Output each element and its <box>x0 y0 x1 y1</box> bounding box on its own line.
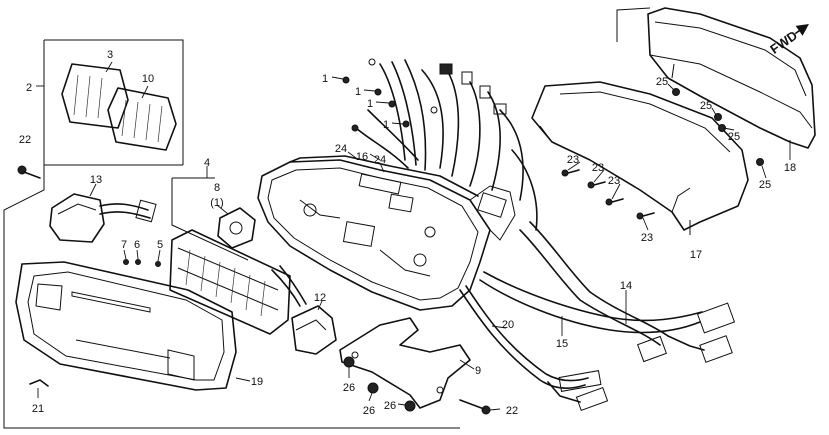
callout-c4: 4 <box>204 157 210 169</box>
callout-labels: 11112345678(1)91012131415161718192021222… <box>19 49 796 417</box>
callout-c23a: 23 <box>567 154 579 166</box>
screw-22-left <box>17 165 41 179</box>
forward-label: FWD <box>767 28 800 57</box>
callout-c25b: 25 <box>700 100 712 112</box>
front-lens <box>15 261 251 391</box>
callout-c26c: 26 <box>384 400 396 412</box>
socket-8 <box>216 204 256 249</box>
wire-harness <box>342 58 538 231</box>
indicator-13 <box>49 193 157 243</box>
callout-c23d: 23 <box>641 232 653 244</box>
screw-22-bottom <box>459 399 491 415</box>
callout-c10: 10 <box>142 73 154 85</box>
lamp-boards-3-10 <box>61 61 177 151</box>
callout-c18: 18 <box>784 162 796 174</box>
callout-c8b: (1) <box>210 197 223 209</box>
callout-c24a: 24 <box>335 143 347 155</box>
callout-c24b: 24 <box>374 154 386 166</box>
rear-cover <box>647 7 816 149</box>
callout-c23b: 23 <box>592 162 604 174</box>
callout-c25a: 25 <box>656 76 668 88</box>
callout-c1d: 1 <box>383 119 389 131</box>
callout-c19: 19 <box>251 376 263 388</box>
callout-c6: 6 <box>134 239 140 251</box>
callout-c2: 2 <box>26 82 32 94</box>
callout-c25c: 25 <box>728 131 740 143</box>
callout-c9: 9 <box>475 365 481 377</box>
screws-25 <box>672 88 764 166</box>
clip-21 <box>29 379 49 398</box>
callout-c8: 8 <box>214 182 220 194</box>
outer-housing <box>531 81 749 235</box>
callout-c13: 13 <box>90 174 102 186</box>
callout-c17: 17 <box>690 249 702 261</box>
callout-c3: 3 <box>107 49 113 61</box>
cable-20 <box>459 285 609 412</box>
callout-c5: 5 <box>157 239 163 251</box>
screws-23 <box>561 169 655 220</box>
mounting-bracket <box>339 317 471 409</box>
callout-c14: 14 <box>620 280 632 292</box>
callout-c12: 12 <box>314 292 326 304</box>
callout-c7: 7 <box>121 239 127 251</box>
assembly-boundary <box>3 7 651 429</box>
callout-c25d: 25 <box>759 179 771 191</box>
meter-case <box>257 155 516 311</box>
callout-c1c: 1 <box>367 98 373 110</box>
callout-c20: 20 <box>502 319 514 331</box>
callout-c26a: 26 <box>343 382 355 394</box>
small-screws-5-6-7 <box>123 249 161 267</box>
cable-14-15 <box>479 221 736 363</box>
leader-lines <box>36 76 791 411</box>
connector-12 <box>271 265 337 355</box>
callout-c22b: 22 <box>506 405 518 417</box>
callout-c16: 16 <box>356 151 368 163</box>
callout-c15: 15 <box>556 338 568 350</box>
callout-c1b: 1 <box>355 86 361 98</box>
callout-c21: 21 <box>32 403 44 415</box>
callout-c22a: 22 <box>19 134 31 146</box>
callout-c23c: 23 <box>608 175 620 187</box>
circuit-board-4 <box>169 177 291 335</box>
callout-c1a: 1 <box>322 73 328 85</box>
callout-c26b: 26 <box>363 405 375 417</box>
